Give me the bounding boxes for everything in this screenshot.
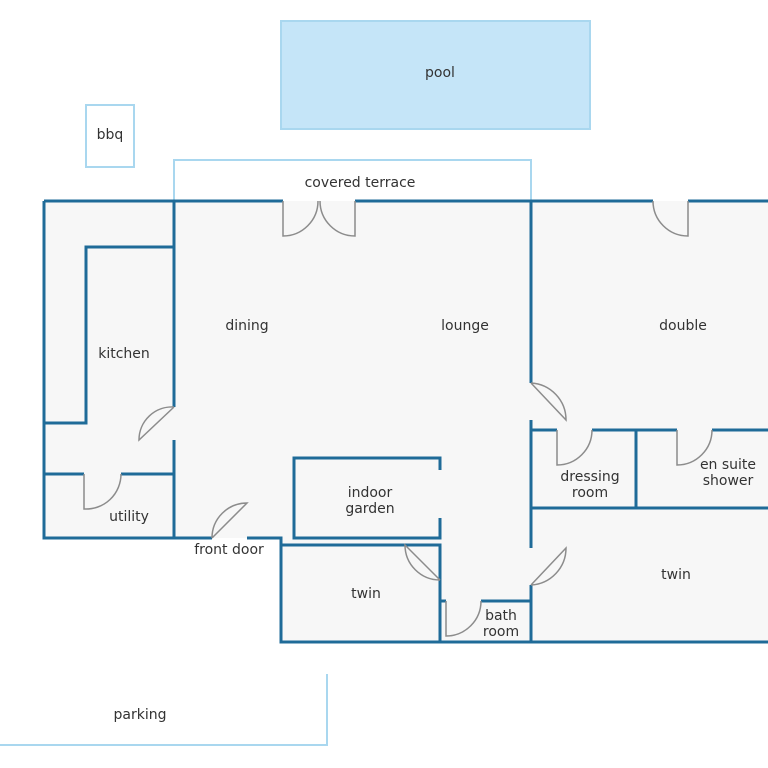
dressing-room-label-line2: room: [572, 485, 608, 501]
twin-rear-label: twin: [661, 567, 691, 583]
bath-room-label-line1: bath: [485, 608, 517, 624]
parking-outline: [0, 674, 328, 746]
house-walls: [42, 199, 768, 644]
covered-terrace-outline: [173, 159, 532, 201]
bath-room-label-line2: room: [483, 624, 519, 640]
indoor-garden-label-line2: garden: [345, 501, 394, 517]
double-bedroom-label: double: [659, 318, 707, 334]
dressing-room-label-line1: dressing: [560, 469, 619, 485]
bbq-area: [85, 104, 135, 168]
twin-front-label: twin: [351, 586, 381, 602]
lounge-label: lounge: [441, 318, 489, 334]
en-suite-label-line1: en suite: [700, 457, 756, 473]
pool-area: [280, 20, 591, 130]
kitchen-label: kitchen: [98, 346, 150, 362]
utility-label: utility: [109, 509, 149, 525]
front-door-label: front door: [194, 542, 264, 558]
dining-label: dining: [225, 318, 268, 334]
bbq-label: bbq: [97, 127, 124, 143]
door-swings: [83, 200, 713, 637]
pool-label: pool: [425, 65, 455, 81]
indoor-garden-label-line1: indoor: [348, 485, 393, 501]
house-floor: [44, 201, 768, 642]
parking-label: parking: [114, 707, 167, 723]
en-suite-label-line2: shower: [703, 473, 754, 489]
covered-terrace-label: covered terrace: [305, 175, 416, 191]
